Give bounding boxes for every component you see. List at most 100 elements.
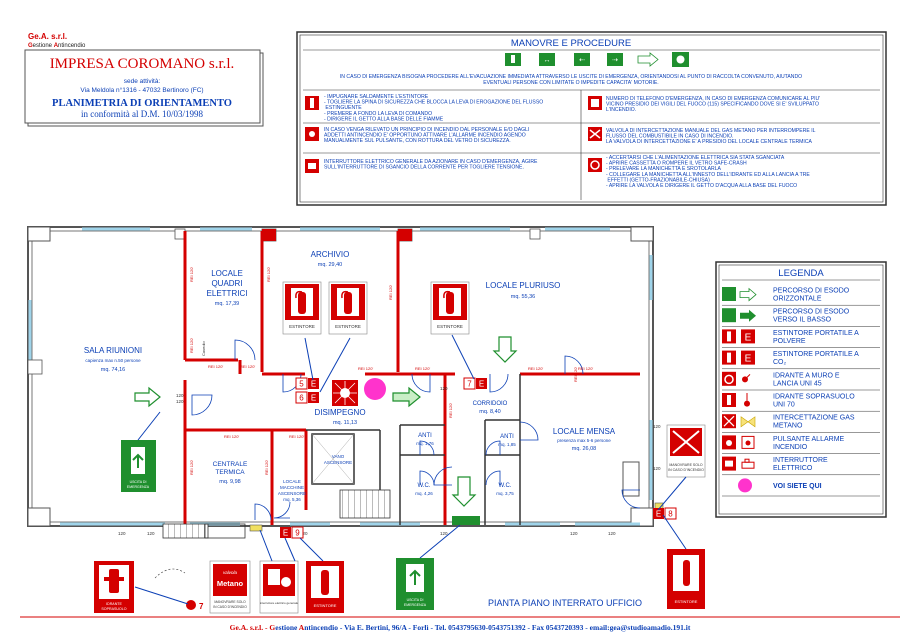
svg-text:120: 120 [147, 531, 155, 536]
you-are-here-marker [364, 378, 386, 400]
procedure-text-1: - IMPUGNARE SALDAMENTE L'ESTINTORE- TOGL… [324, 94, 543, 122]
svg-text:REI 120': REI 120' [189, 460, 194, 475]
address: Via Meldola n°1316 - 47032 Bertinoro (FC… [80, 86, 203, 94]
svg-text:mq. 17,39: mq. 17,39 [215, 301, 239, 307]
room-mensa: LOCALE MENSA [553, 427, 616, 436]
svg-text:120: 120 [176, 393, 184, 398]
svg-text:IN CASO D'INCENDIO: IN CASO D'INCENDIO [213, 605, 247, 609]
svg-text:7: 7 [467, 380, 472, 389]
room-archivio: ARCHIVIO [311, 250, 350, 259]
svg-text:MANOVRARE SOLO: MANOVRARE SOLO [214, 600, 246, 604]
room-anti-2: ANTI [500, 434, 514, 440]
svg-text:ESTINTORE: ESTINTORE [314, 603, 337, 608]
svg-text:6: 6 [299, 394, 304, 403]
svg-text:⇢: ⇢ [612, 57, 618, 64]
hydrant-ground-icon [722, 393, 750, 407]
svg-text:120: 120 [440, 531, 448, 536]
extinguisher-sign-mensa: ESTINTORE [667, 549, 705, 609]
you-are-here-icon [738, 478, 752, 493]
room-labels: SALA RIUNIONI capienza max n.50 persone … [84, 250, 616, 502]
svg-text:120: 120 [653, 466, 661, 471]
svg-text:mq. 1,76: mq. 1,76 [416, 441, 434, 446]
svg-text:REI 120': REI 120' [208, 364, 223, 369]
svg-text:↔: ↔ [544, 57, 551, 64]
svg-text:120: 120 [176, 399, 184, 404]
legend-title: LEGENDA [778, 268, 824, 279]
room-quadri: LOCALE [211, 269, 243, 278]
svg-text:REI 120': REI 120' [573, 367, 578, 382]
escape-arrows [134, 336, 518, 507]
room-anti-1: ANTI [418, 433, 432, 439]
svg-text:valvola: valvola [223, 570, 238, 575]
procedure-text-5: INTERRUTTORE ELETTRICO GENERALE DA AZION… [324, 159, 538, 171]
plan-caption: PIANTA PIANO INTERRATO UFFICIO [488, 598, 642, 608]
rei-labels: REI 120' REI 120' REI 120' REI 120' REI … [189, 267, 593, 475]
svg-text:REI 120': REI 120' [578, 366, 593, 371]
svg-text:Metano: Metano [217, 579, 244, 588]
footer-text: Ge.A. s.r.l. - Gestione Antincendio - Vi… [230, 623, 691, 632]
svg-text:ASCENSORE: ASCENSORE [324, 460, 352, 465]
procedure-texts: - IMPUGNARE SALDAMENTE L'ESTINTORE- TOGL… [324, 94, 820, 189]
emergency-exit-sign: USCITA DI EMERGENZA [121, 440, 156, 492]
procedure-phone-icon [588, 96, 602, 110]
svg-text:mq. 5,36: mq. 5,36 [283, 497, 301, 502]
svg-text:interruttore elettrico general: interruttore elettrico generale [260, 601, 299, 605]
svg-text:E: E [745, 354, 752, 365]
room-pluriuso: LOCALE PLURIUSO [486, 281, 561, 290]
svg-text:IN CASO D'INCENDIO: IN CASO D'INCENDIO [668, 468, 704, 472]
room-sala-riunioni: SALA RIUNIONI [84, 346, 142, 355]
external-stairs [162, 523, 209, 539]
company-short: Ge.A. s.r.l. [28, 32, 67, 41]
svg-text:USCITA DI: USCITA DI [130, 480, 147, 484]
room-wc-2: W.C. [499, 483, 512, 489]
extinguisher-powder-icon: E [722, 329, 755, 344]
procedure-text-2: NUMERO DI TELEFONO D'EMERGENZA, IN CASO … [606, 96, 820, 113]
svg-text:E: E [656, 510, 661, 519]
extinguisher-sign-bottom: ESTINTORE [306, 561, 344, 613]
room-vano-ascensore: VANO [332, 454, 345, 459]
svg-text:USCITA DI: USCITA DI [407, 598, 424, 602]
exit-door-green [452, 516, 480, 525]
room-termica: CENTRALE [213, 461, 248, 468]
svg-text:mq. 3,75: mq. 3,75 [496, 491, 514, 496]
svg-text:ESTINTORE: ESTINTORE [335, 324, 361, 329]
svg-text:120: 120 [440, 386, 448, 391]
alarm-button-icon [722, 435, 755, 450]
procedure-extinguisher-icon [305, 96, 319, 110]
procedure-alarm-icon [305, 127, 319, 141]
svg-text:mq. 11,13: mq. 11,13 [333, 420, 357, 426]
switch-icon [722, 456, 755, 471]
svg-text:120: 120 [608, 531, 616, 536]
svg-text:REI 120': REI 120' [189, 267, 194, 282]
svg-text:120: 120 [118, 531, 126, 536]
svg-text:REI 120': REI 120' [264, 460, 269, 475]
hydrant-wall-icon [722, 371, 751, 386]
seat-label: sede attività: [124, 78, 161, 85]
extinguisher-co2-icon: E [722, 350, 755, 365]
svg-text:ELETTRICI: ELETTRICI [207, 289, 248, 298]
svg-text:REI 120': REI 120' [266, 267, 271, 282]
room-corridoio: CORRIDOIO [473, 401, 508, 407]
hydrant-sign: IDRANTE SOPRASUOLO [94, 561, 134, 613]
svg-text:mq. 1,85: mq. 1,85 [498, 442, 516, 447]
svg-text:REI 120': REI 120' [388, 285, 393, 300]
extinguisher-sign-3: ESTINTORE [430, 281, 470, 335]
svg-text:120: 120 [653, 424, 661, 429]
svg-text:MANOVRARE SOLO: MANOVRARE SOLO [669, 463, 703, 467]
svg-text:SOPRASUOLO: SOPRASUOLO [101, 607, 126, 611]
svg-text:QUADRI: QUADRI [211, 279, 242, 288]
arrow-green-icon [722, 308, 756, 323]
company-subtitle: Gestione Antincendio [28, 43, 86, 49]
